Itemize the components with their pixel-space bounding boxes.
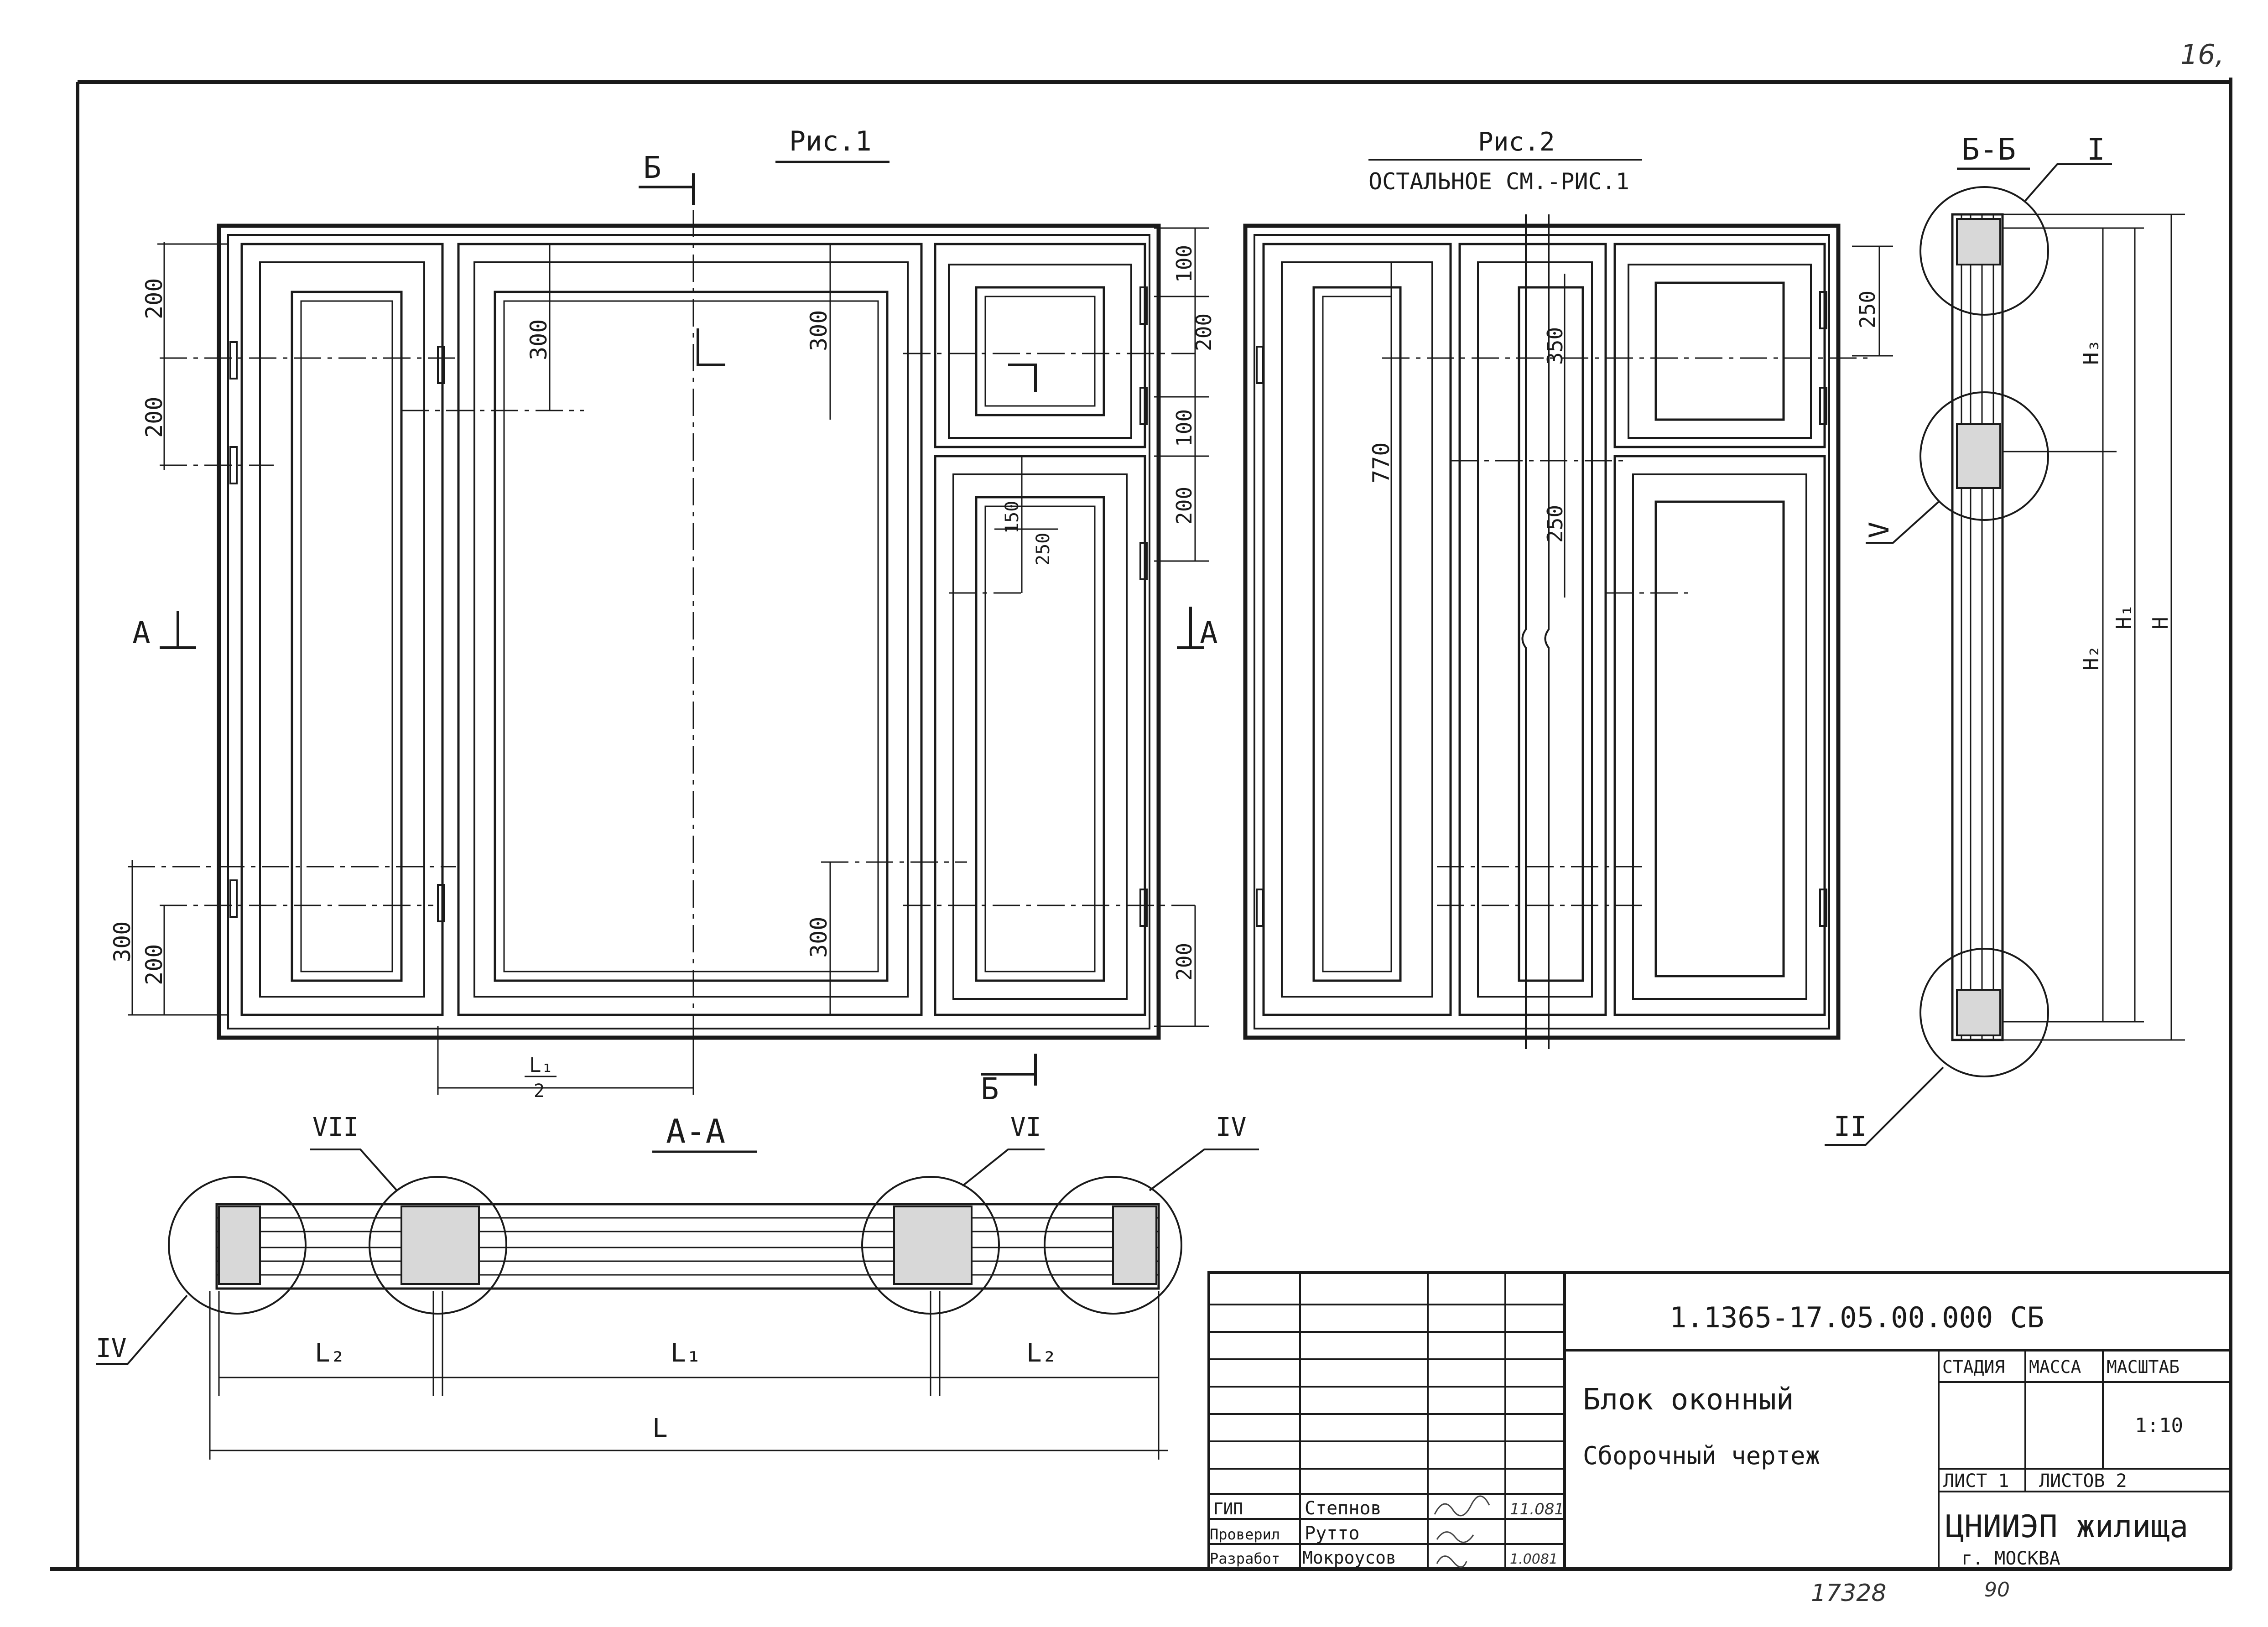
dim-left-200-bottom: 200 [141,944,167,985]
dim-250-top-right: 250 [1855,291,1880,328]
inventory-number: 17328 [1811,1580,1886,1607]
dim-250-mid: 250 [1543,505,1567,543]
signature-2 [1436,1531,1474,1543]
dim-inner-250: 250 [1033,533,1054,566]
scale-value: 1:10 [2135,1414,2183,1437]
label-h3: H₃ [2079,340,2103,365]
dim-inner-150: 150 [1002,501,1023,534]
callout-i: I [2087,132,2105,167]
callout-vii: VII [312,1112,359,1142]
doc-name-line1: Блок оконный [1583,1383,1794,1417]
col-scale-label: МАСШТАБ [2107,1357,2180,1377]
dim-left-300-bottom: 300 [109,921,135,962]
callout-v: V [1863,522,1895,538]
callout-ii: II [1834,1111,1867,1143]
col-stage-label: СТАДИЯ [1942,1357,2005,1377]
label-h2: H₂ [2079,645,2103,671]
dim-left-200-top: 200 [141,278,167,319]
signature-1 [1434,1495,1490,1517]
dim-right-100-top: 100 [1172,245,1196,283]
dim-right-200-bottom: 200 [1172,943,1196,981]
label-l2-right: L₂ [1026,1338,1057,1368]
signer-date-1: 11.081 [1510,1500,1564,1518]
dim-mid-300-top: 300 [806,310,832,351]
signer-role-1: ГИП [1213,1500,1243,1518]
figure-1: Рис.1 [109,125,1218,1107]
label-h: H [2148,617,2173,629]
dim-350: 350 [1543,327,1567,365]
sheets-label: ЛИСТОВ 2 [2039,1471,2127,1492]
sheet-label: ЛИСТ 1 [1943,1471,2009,1492]
figure-2-subtitle: ОСТАЛЬНОЕ СМ.-РИС.1 [1368,168,1629,195]
signature-3 [1436,1555,1467,1568]
section-aa-title: А-А [666,1112,725,1150]
title-block: 1.1365-17.05.00.000 СБ Блок оконный Сбор… [1207,1271,2232,1570]
section-b-bottom-label: Б [981,1071,999,1107]
dim-mid-300-bottom: 300 [806,917,832,958]
doc-name-line2: Сборочный чертеж [1583,1441,1820,1470]
footer-extra: 90 [1984,1578,2010,1601]
signer-role-2: Проверил [1210,1526,1280,1543]
col-mass-label: МАССА [2029,1357,2081,1377]
signer-name-1: Степнов [1305,1498,1382,1519]
callout-iv-right: IV [1216,1112,1246,1142]
dim-center-300-top: 300 [525,319,552,360]
figure-2: Рис.2 ОСТАЛЬНОЕ СМ.-РИС.1 [1243,127,1893,1049]
section-a-right-label: А [1200,615,1218,650]
dim-right-200-a: 200 [1191,313,1216,351]
signer-role-3: Разработ [1210,1550,1280,1567]
section-b-top-label: Б [643,150,661,185]
section-aa: А-А VII VI IV IV [96,1112,1259,1460]
signer-name-2: Рутто [1305,1523,1359,1544]
doc-code: 1.1365-17.05.00.000 СБ [1670,1301,2044,1334]
dim-right-100-b: 100 [1172,409,1196,447]
dim-left-200-mid: 200 [141,397,167,438]
section-a-left-label: А [132,615,151,650]
dim-right-200-c: 200 [1172,487,1196,525]
dim-l1-half-bottom: 2 [534,1081,545,1102]
org-name: ЦНИИЭП жилища [1945,1509,2188,1545]
dim-770: 770 [1368,442,1394,483]
label-l2-left: L₂ [315,1338,345,1368]
callout-vi: VI [1010,1112,1041,1142]
signer-date-3: 1.0081 [1510,1551,1558,1567]
org-city: г. МОСКВА [1961,1548,2060,1569]
figure-1-title: Рис.1 [789,125,872,157]
label-l1: L₁ [671,1338,701,1368]
figure-2-title: Рис.2 [1478,127,1555,157]
label-h1: H₁ [2112,604,2136,629]
corner-mark: 16, [2180,39,2224,71]
section-bb-title: Б-Б [1961,132,2016,167]
signer-name-3: Мокроусов [1302,1548,1396,1568]
callout-iv-left: IV [96,1334,126,1363]
label-l: L [652,1414,668,1443]
section-bb: Б-Б I V II H₃ [1825,132,2185,1146]
dim-l1-half-top: L₁ [529,1054,553,1077]
